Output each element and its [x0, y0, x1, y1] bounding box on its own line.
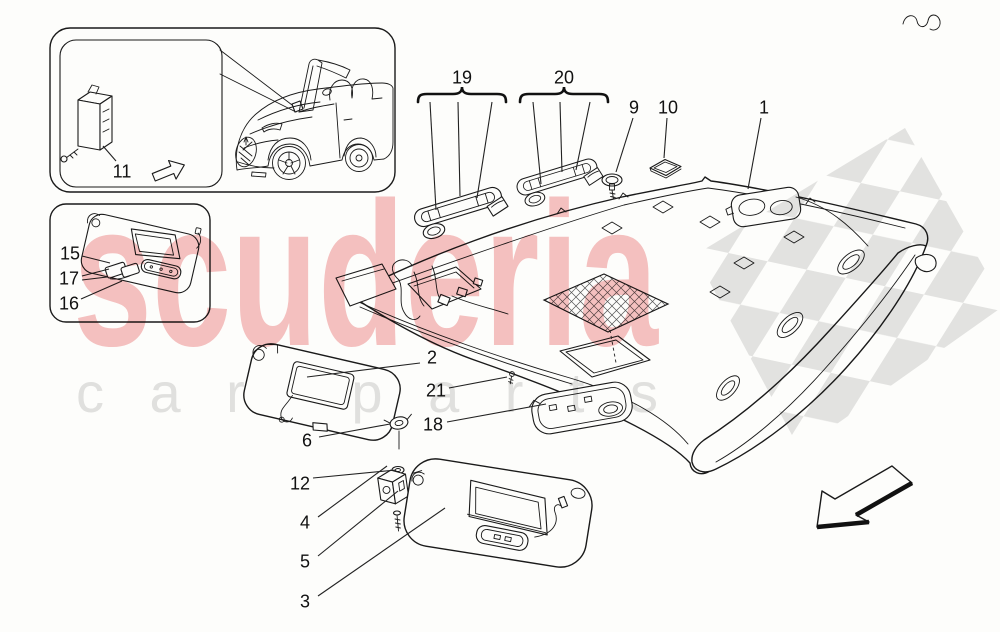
sun-visor-2 — [243, 343, 401, 441]
callout-label-20[interactable]: 20 — [554, 68, 574, 88]
visor-clips-drawing — [104, 261, 140, 280]
callout-leader-15 — [81, 255, 111, 264]
callout-leader-5 — [317, 490, 399, 557]
callout-leader-12 — [312, 469, 397, 479]
screw-5 — [392, 510, 402, 532]
callout-leader-1 — [747, 117, 762, 190]
callout-brace-20 — [518, 86, 610, 104]
callout-brace-19 — [416, 86, 508, 104]
inset-pointer-lines — [219, 49, 297, 113]
callout-leader-11 — [102, 145, 117, 162]
callout-leader-10 — [663, 117, 668, 159]
callout-leader-3 — [317, 507, 446, 597]
cap-10 — [649, 158, 682, 179]
callout-leader-21 — [448, 376, 508, 389]
watermark: scuderia car parts — [73, 128, 1000, 450]
overhead-console-18 — [528, 381, 633, 435]
direction-arrow-icon — [151, 159, 185, 182]
callout-leader-18 — [446, 403, 547, 423]
direction-arrow-large-icon — [816, 465, 914, 530]
callout-label-10[interactable]: 10 — [658, 98, 678, 118]
front-console-area — [335, 259, 670, 385]
callout-label-15[interactable]: 15 — [60, 244, 80, 264]
callout-leader-16 — [80, 280, 123, 300]
callout-leader-2 — [306, 362, 421, 378]
callout-label-2[interactable]: 2 — [427, 348, 437, 368]
callout-label-5[interactable]: 5 — [300, 552, 310, 572]
callout-label-18[interactable]: 18 — [423, 415, 443, 435]
fastener-9 — [601, 173, 623, 203]
callout-leader-6 — [318, 423, 391, 438]
bracket-4 — [377, 469, 410, 505]
callout-label-19[interactable]: 19 — [452, 68, 472, 88]
callout-label-11[interactable]: 11 — [113, 162, 132, 182]
callout-leader-17 — [81, 276, 108, 281]
callout-leader-20 — [575, 101, 591, 171]
sun-visor-3 — [403, 458, 593, 568]
callout-label-12[interactable]: 12 — [290, 474, 310, 494]
inset-module-box — [49, 27, 396, 193]
callout-leader-19 — [429, 101, 437, 211]
control-module-drawing — [60, 84, 113, 163]
callout-leader-4 — [317, 465, 388, 518]
callout-leader-19 — [476, 101, 493, 199]
console-mesh — [542, 273, 670, 333]
watermark-brand-text: scuderia — [73, 160, 659, 389]
callout-leader-20 — [532, 101, 542, 185]
clip-6 — [383, 413, 412, 430]
callout-label-21[interactable]: 21 — [426, 381, 446, 401]
callout-label-9[interactable]: 9 — [629, 98, 639, 118]
watermark-checkered-flag — [695, 128, 1000, 450]
callout-label-6[interactable]: 6 — [302, 431, 312, 451]
callout-label-17[interactable]: 17 — [59, 269, 79, 289]
watermark-subtitle-text: car parts — [76, 361, 658, 424]
callout-leader-19 — [457, 101, 461, 197]
inset-visor-box — [49, 203, 211, 323]
car-sketch — [235, 58, 394, 180]
callout-leader-17 — [81, 268, 110, 277]
callout-leader-9 — [615, 117, 634, 173]
callout-leader-20 — [559, 101, 563, 173]
callout-label-16[interactable]: 16 — [59, 294, 79, 314]
roof-cable-squiggle — [902, 14, 941, 31]
screw-21-drawing — [508, 371, 515, 385]
callout-label-4[interactable]: 4 — [300, 513, 310, 533]
callout-label-1[interactable]: 1 — [759, 98, 769, 118]
callout-label-3[interactable]: 3 — [300, 592, 310, 612]
wiring-harness — [392, 259, 509, 320]
